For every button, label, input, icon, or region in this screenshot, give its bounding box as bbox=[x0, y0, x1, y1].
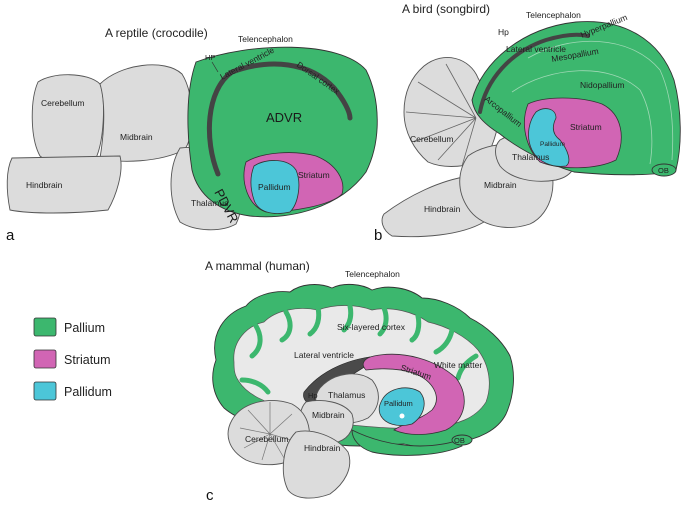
panel-b-cerebellum-label: Cerebellum bbox=[410, 134, 453, 144]
panel-b-thalamus-label: Thalamus bbox=[512, 152, 549, 162]
panel-b-nidopallium-label: Nidopallium bbox=[580, 80, 624, 90]
panel-b-lateral-ventricle-label: Lateral ventricle bbox=[506, 44, 566, 54]
panel-a-hindbrain-label: Hindbrain bbox=[26, 180, 63, 190]
panel-c-telencephalon-label: Telencephalon bbox=[345, 269, 400, 279]
panel-b-hyperpallium-boundary bbox=[527, 40, 674, 161]
panel-b-pallidum bbox=[528, 108, 570, 167]
panel-a-title: A reptile (crocodile) bbox=[105, 26, 208, 40]
panel-c-hindbrain bbox=[282, 430, 351, 499]
panel-c-olfactory-bulb bbox=[451, 434, 473, 446]
panel-c-hindbrain-label: Hindbrain bbox=[304, 443, 341, 453]
panel-b-olfactory-bulb bbox=[651, 163, 677, 177]
panel-b-telencephalon-label: Telencephalon bbox=[526, 10, 581, 20]
panel-a: A reptile (crocodile) Telencephalon HP L… bbox=[6, 26, 378, 244]
panel-a-lateral-ventricle bbox=[206, 61, 353, 177]
panel-c-lateral-ventricle-label: Lateral ventricle bbox=[294, 350, 354, 360]
panel-b-hindbrain-label: Hindbrain bbox=[424, 204, 461, 214]
panel-b-title: A bird (songbird) bbox=[402, 2, 490, 16]
panel-c-letter: c bbox=[206, 487, 214, 504]
panel-b-lateral-ventricle bbox=[478, 32, 590, 114]
panel-a-midbrain-label: Midbrain bbox=[120, 132, 153, 142]
panel-a-advr-label: ADVR bbox=[266, 110, 302, 125]
panel-a-thalamus-label: Thalamus bbox=[191, 198, 228, 208]
panel-b-midbrain-label: Midbrain bbox=[484, 180, 517, 190]
panel-c-basal-cortex bbox=[351, 429, 463, 456]
panel-b-hp-label: Hp bbox=[498, 27, 509, 37]
legend-swatch-pallium bbox=[33, 317, 57, 337]
legend-label-pallidum: Pallidum bbox=[64, 385, 112, 399]
panel-c-cerebellum-folia bbox=[239, 402, 299, 461]
panel-c-cerebellum-label: Cerebellum bbox=[245, 434, 288, 444]
panel-c-pallidum-label: Pallidum bbox=[384, 399, 413, 408]
panel-b: A bird (songbird) Telencephalon Hp Later… bbox=[374, 2, 681, 244]
panel-b-letter: b bbox=[374, 227, 382, 244]
panel-b-mesopallium-boundary bbox=[511, 70, 653, 165]
panel-c-gyri bbox=[239, 303, 479, 395]
legend-label-pallium: Pallium bbox=[64, 321, 105, 335]
legend-swatch-striatum bbox=[33, 349, 57, 369]
legend: Pallium Striatum Pallidum bbox=[33, 317, 112, 401]
panel-c-midbrain-label: Midbrain bbox=[312, 410, 345, 420]
panel-a-midbrain bbox=[99, 64, 193, 162]
panel-c-pallidum-dot bbox=[399, 413, 405, 419]
panel-a-cerebellum-label: Cerebellum bbox=[41, 98, 84, 108]
panel-a-pallidum bbox=[250, 160, 300, 214]
panel-b-cerebellum-folia bbox=[405, 63, 477, 167]
panel-a-letter: a bbox=[6, 227, 15, 244]
panel-a-pallidum-label: Pallidum bbox=[258, 182, 291, 192]
panel-c-pallidum bbox=[378, 387, 425, 426]
panel-a-hp-label: HP bbox=[205, 53, 215, 62]
panel-c: A mammal (human) Telencephalon Six-layer… bbox=[205, 259, 514, 504]
panel-a-hp-pointer bbox=[211, 61, 219, 73]
panel-b-pallidum-label: Pallidum bbox=[540, 141, 565, 148]
panel-c-ob-label: OB bbox=[454, 436, 465, 445]
legend-label-striatum: Striatum bbox=[64, 353, 111, 367]
panel-b-ob-label: OB bbox=[658, 166, 669, 175]
panel-a-striatum-label: Striatum bbox=[298, 170, 330, 180]
panel-a-cerebellum bbox=[31, 74, 104, 165]
panel-c-white-matter-label: White matter bbox=[434, 360, 482, 370]
panel-c-title: A mammal (human) bbox=[205, 259, 310, 273]
panel-c-thalamus-label: Thalamus bbox=[328, 390, 365, 400]
panel-b-striatum-label: Striatum bbox=[570, 122, 602, 132]
panel-b-telencephalon bbox=[471, 21, 681, 176]
legend-swatch-pallidum bbox=[33, 381, 57, 401]
panel-a-telencephalon-label: Telencephalon bbox=[238, 34, 293, 44]
panel-a-hindbrain bbox=[6, 155, 122, 214]
panel-c-hp-label: Hp bbox=[308, 391, 318, 400]
panel-c-six-layered-cortex-label: Six-layered cortex bbox=[337, 322, 406, 332]
